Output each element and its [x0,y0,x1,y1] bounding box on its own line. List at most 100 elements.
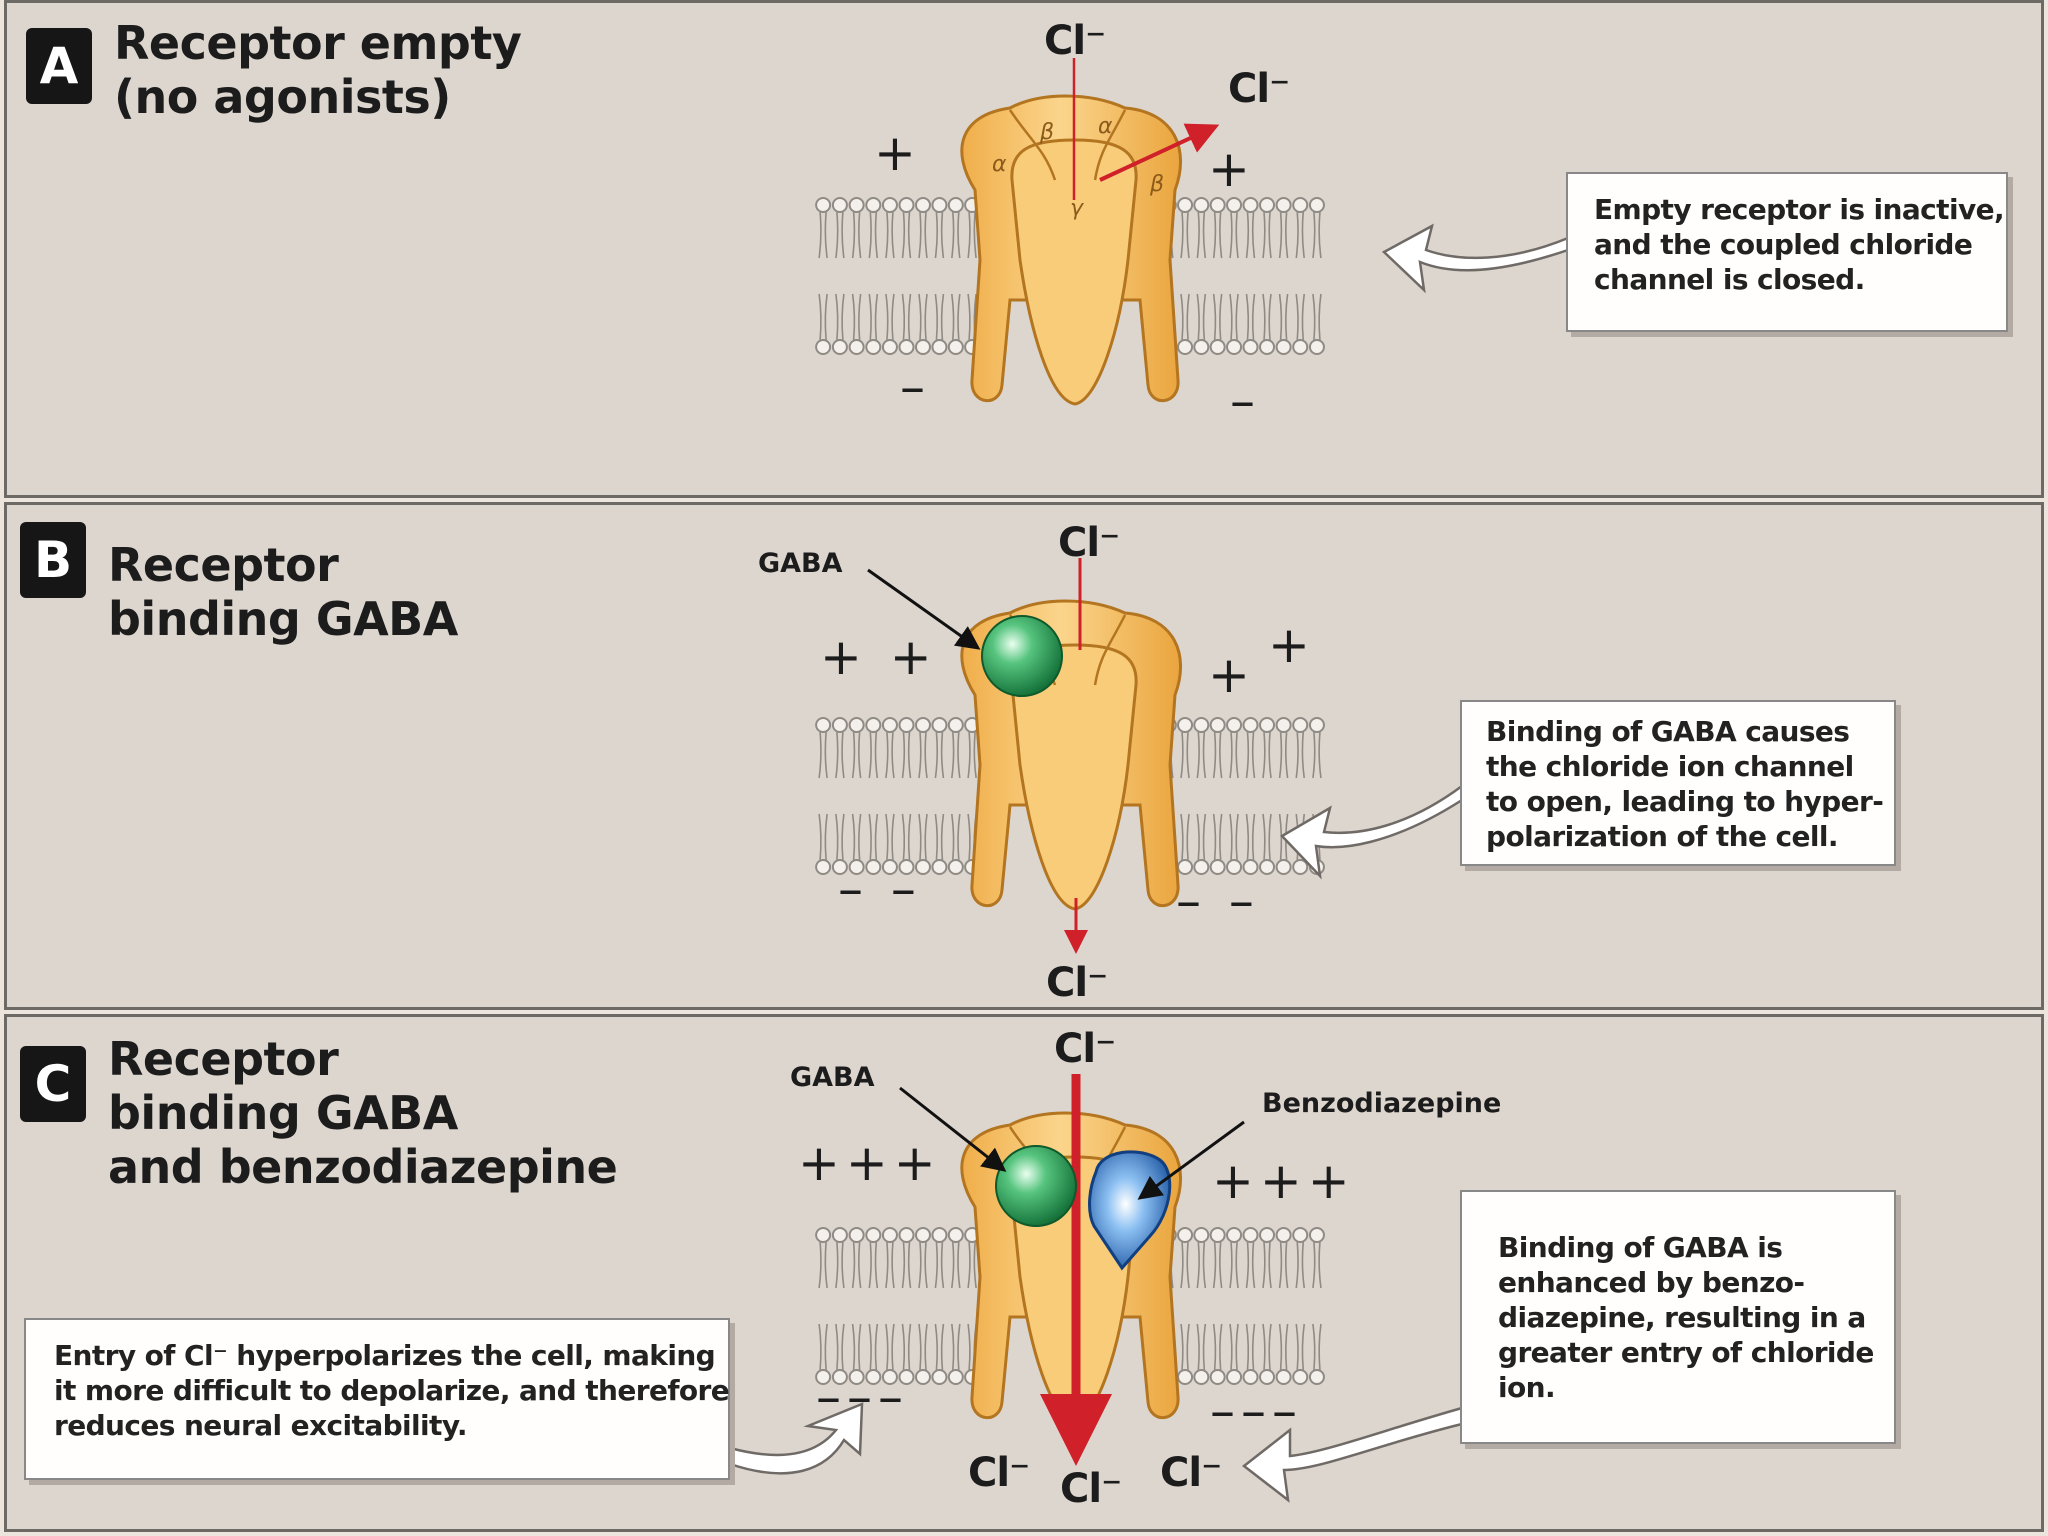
panel-c-title: Receptor binding GABA and benzodiazepine [108,1032,618,1194]
callout-arrow-b [1280,783,1464,880]
lipid-tail [901,813,912,861]
gaba-molecule [981,615,1063,697]
lipid-tail [1245,731,1256,779]
lipid-head [1193,1227,1210,1243]
lipid-head [931,1369,948,1385]
lipid-tail [1180,211,1190,259]
panel-b-minus-right: – – [1176,872,1260,930]
lipid-head [881,717,898,733]
panel-a-minus-right: – [1230,372,1261,430]
panel-b-cl-top: Cl⁻ [1058,520,1120,566]
lipid-head [1275,197,1292,213]
subunit-alpha-label: α [992,152,1007,177]
panel-b-callout: Binding of GABA causes the chloride ion … [1460,700,1896,866]
lipid-head [914,1369,931,1385]
lipid-tail [1312,1323,1322,1371]
lipid-head [815,859,832,875]
lipid-head [1242,859,1259,875]
lipid-head [881,1369,898,1385]
lipid-tail [918,1323,928,1371]
lipid-tail [1180,813,1190,861]
lipid-tail [835,1241,845,1289]
lipid-tail [1245,293,1256,341]
lipid-head [881,197,898,213]
callout-arrow-c-left [728,1402,864,1475]
lipid-head [947,717,964,733]
lipid-tail [885,731,895,779]
lipid-tail [934,1241,945,1289]
lipid-tail [1212,1323,1223,1371]
lipid-tail [1262,813,1272,861]
lipid-head [848,339,865,355]
lipid-head [931,339,948,355]
lipid-head [898,197,915,213]
lipid-head [1259,339,1276,355]
lipid-tail [868,1323,879,1371]
lipid-head [931,717,948,733]
lipid-head [914,197,931,213]
lipid-head [1259,717,1276,733]
panel-a-plus-left: + [874,124,922,182]
lipid-head [1209,197,1226,213]
lipid-tail [934,731,945,779]
lipid-tail [1212,1241,1223,1289]
panel-c-benzo-label: Benzodiazepine [1262,1088,1502,1119]
panel-a-cl-out: Cl⁻ [1228,66,1290,112]
lipid-tail [1212,813,1223,861]
lipid-head [881,859,898,875]
lipid-tail [1229,211,1239,259]
lipid-head [848,197,865,213]
lipid-tail [1262,1241,1272,1289]
lipid-tail [901,731,912,779]
lipid-head [1308,717,1325,733]
lipid-bilayer [815,1227,981,1385]
lipid-tail [1295,211,1306,259]
lipid-tail [868,1241,879,1289]
lipid-head [1292,1369,1309,1385]
lipid-tail [851,813,862,861]
lipid-tail [1180,731,1190,779]
lipid-head [1242,197,1259,213]
lipid-tail [951,293,961,341]
lipid-tail [1229,731,1239,779]
lipid-head [1259,197,1276,213]
subunit-beta-label: β [1040,120,1055,145]
lipid-head [1292,197,1309,213]
lipid-head [1308,339,1325,355]
gaba-molecule [995,1145,1077,1227]
lipid-tail [1245,211,1256,259]
lipid-tail [1245,813,1256,861]
panel-a-title: Receptor empty (no agonists) [114,16,522,124]
lipid-head [947,1227,964,1243]
lipid-tail [1196,731,1207,779]
lipid-head [831,1227,848,1243]
lipid-tail [1196,1323,1207,1371]
gaba-a-receptor-panel-a [960,94,1183,406]
panel-c-callout-left: Entry of Cl⁻ hyperpolarizes the cell, ma… [24,1318,730,1480]
lipid-head [1193,717,1210,733]
lipid-head [898,859,915,875]
lipid-head [1177,339,1194,355]
lipid-head [1193,859,1210,875]
lipid-tail [951,813,961,861]
lipid-tail [1295,293,1306,341]
panel-c-minus-left: ––– [816,1368,909,1426]
lipid-bilayer [1160,1227,1325,1385]
benzo-pointer-arrow [1137,1120,1245,1200]
lipid-tail [885,1323,895,1371]
lipid-head [865,197,882,213]
lipid-head [1226,1369,1243,1385]
lipid-head [1242,1369,1259,1385]
lipid-head [865,339,882,355]
lipid-head [1259,1227,1276,1243]
lipid-head [831,197,848,213]
lipid-head [1242,339,1259,355]
lipid-bilayer [815,197,981,355]
lipid-tail [951,731,961,779]
lipid-tail [885,293,895,341]
lipid-head [831,859,848,875]
lipid-head [1308,1369,1325,1385]
panel-a-badge: A [26,28,92,104]
lipid-head [914,339,931,355]
gaba-pointer-arrow [867,568,981,650]
